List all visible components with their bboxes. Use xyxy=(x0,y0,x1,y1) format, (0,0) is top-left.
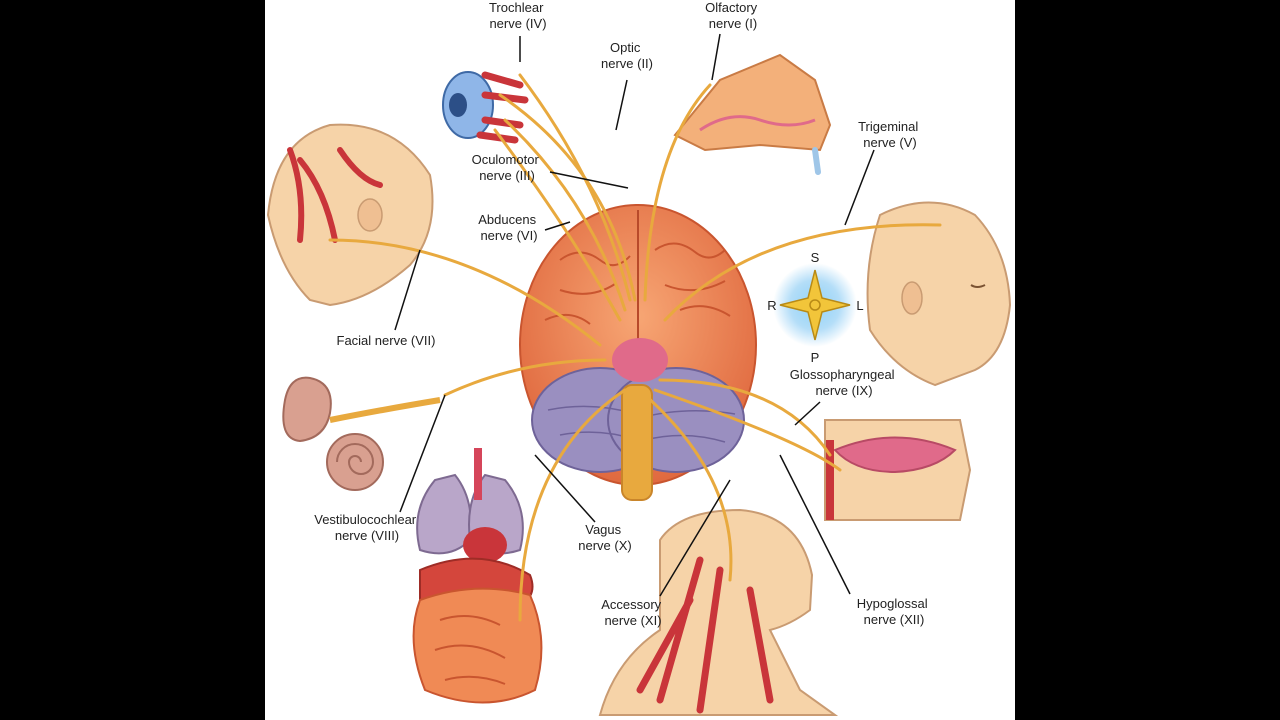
leader-vestibulocochlear xyxy=(399,394,446,513)
leader-facial xyxy=(394,249,421,331)
leader-hypoglossal xyxy=(779,454,851,595)
accessory-nerve-path xyxy=(643,393,733,582)
leader-glossopharyngeal xyxy=(794,401,821,426)
vagus-nerve-path xyxy=(518,388,627,622)
leader-accessory xyxy=(659,479,731,597)
compass-label-top: S xyxy=(811,250,820,265)
brainstem xyxy=(621,384,653,501)
label-abducens: Abducens nerve (VI) xyxy=(478,212,539,243)
leader-vagus xyxy=(534,454,596,523)
label-vagus-line1: Vagus xyxy=(585,522,621,537)
label-glossopharyngeal: Glossopharyngeal nerve (IX) xyxy=(790,367,898,398)
labels: Trochlear nerve (IV) Olfactory nerve (I)… xyxy=(314,0,931,628)
compass-label-right: L xyxy=(856,298,863,313)
label-vagus-line2: nerve (X) xyxy=(578,538,631,553)
olfactory-nerve-path xyxy=(643,83,712,302)
facial-nerve-path xyxy=(328,238,602,347)
label-glossopharyngeal-line1: Glossopharyngeal xyxy=(790,367,895,382)
compass-label-left: R xyxy=(767,298,776,313)
label-optic-line2: nerve (II) xyxy=(601,56,653,71)
leader-optic xyxy=(615,79,628,131)
label-glossopharyngeal-line2: nerve (IX) xyxy=(815,383,872,398)
label-trochlear-line1: Trochlear xyxy=(489,0,544,15)
label-accessory-line2: nerve (XI) xyxy=(604,613,661,628)
label-accessory: Accessory nerve (XI) xyxy=(601,597,665,628)
label-oculomotor: Oculomotor nerve (III) xyxy=(472,152,543,183)
label-optic-line1: Optic xyxy=(610,40,641,55)
face-left xyxy=(266,123,434,307)
abducens-nerve-path xyxy=(493,128,622,322)
label-oculomotor-line2: nerve (III) xyxy=(479,168,535,183)
vestibulocochlear-nerve-path xyxy=(443,358,607,397)
label-vagus: Vagus nerve (X) xyxy=(578,522,631,553)
leader-trigeminal xyxy=(844,149,875,226)
label-olfactory-line2: nerve (I) xyxy=(709,16,757,31)
compass-rose: S P R L xyxy=(767,250,863,365)
tongue-mouth xyxy=(824,419,972,521)
brain xyxy=(519,204,757,501)
label-trigeminal-line2: nerve (V) xyxy=(863,135,916,150)
label-trigeminal: Trigeminal nerve (V) xyxy=(858,119,922,150)
label-vestibulocochlear-line2: nerve (VIII) xyxy=(335,528,399,543)
label-accessory-line1: Accessory xyxy=(601,597,661,612)
hypoglossal-nerve-path xyxy=(653,388,842,472)
label-trochlear-line2: nerve (IV) xyxy=(489,16,546,31)
label-facial: Facial nerve (VII) xyxy=(337,333,436,348)
inner-ear xyxy=(282,376,441,491)
nerves xyxy=(328,73,942,622)
trigeminal-nerve-path xyxy=(663,223,942,322)
label-trochlear: Trochlear nerve (IV) xyxy=(489,0,547,31)
thoracic-abdominal-organs xyxy=(412,448,543,704)
label-oculomotor-line1: Oculomotor xyxy=(472,152,540,167)
leader-lines xyxy=(394,33,875,597)
label-trigeminal-line1: Trigeminal xyxy=(858,119,918,134)
label-vestibulocochlear: Vestibulocochlear nerve (VIII) xyxy=(314,512,420,543)
leader-oculomotor xyxy=(549,171,629,189)
label-optic: Optic nerve (II) xyxy=(601,40,653,71)
label-abducens-line2: nerve (VI) xyxy=(480,228,537,243)
neck-muscles xyxy=(598,508,839,716)
label-hypoglossal-line1: Hypoglossal xyxy=(857,596,928,611)
compass-label-bottom: P xyxy=(811,350,820,365)
eye xyxy=(442,71,529,144)
nasal-cavity xyxy=(673,53,832,175)
oculomotor-nerve-path xyxy=(503,118,627,312)
leader-abducens xyxy=(544,221,571,231)
label-hypoglossal-line2: nerve (XII) xyxy=(864,612,925,627)
label-olfactory: Olfactory nerve (I) xyxy=(705,0,761,31)
optic-nerve-path xyxy=(498,93,637,302)
label-vestibulocochlear-line1: Vestibulocochlear xyxy=(314,512,417,527)
leader-olfactory xyxy=(711,33,721,81)
face-right xyxy=(866,201,1012,387)
label-hypoglossal: Hypoglossal nerve (XII) xyxy=(857,596,931,627)
label-olfactory-line1: Olfactory xyxy=(705,0,758,15)
label-abducens-line1: Abducens xyxy=(478,212,536,227)
glossopharyngeal-nerve-path xyxy=(658,378,832,457)
pons xyxy=(612,338,668,382)
